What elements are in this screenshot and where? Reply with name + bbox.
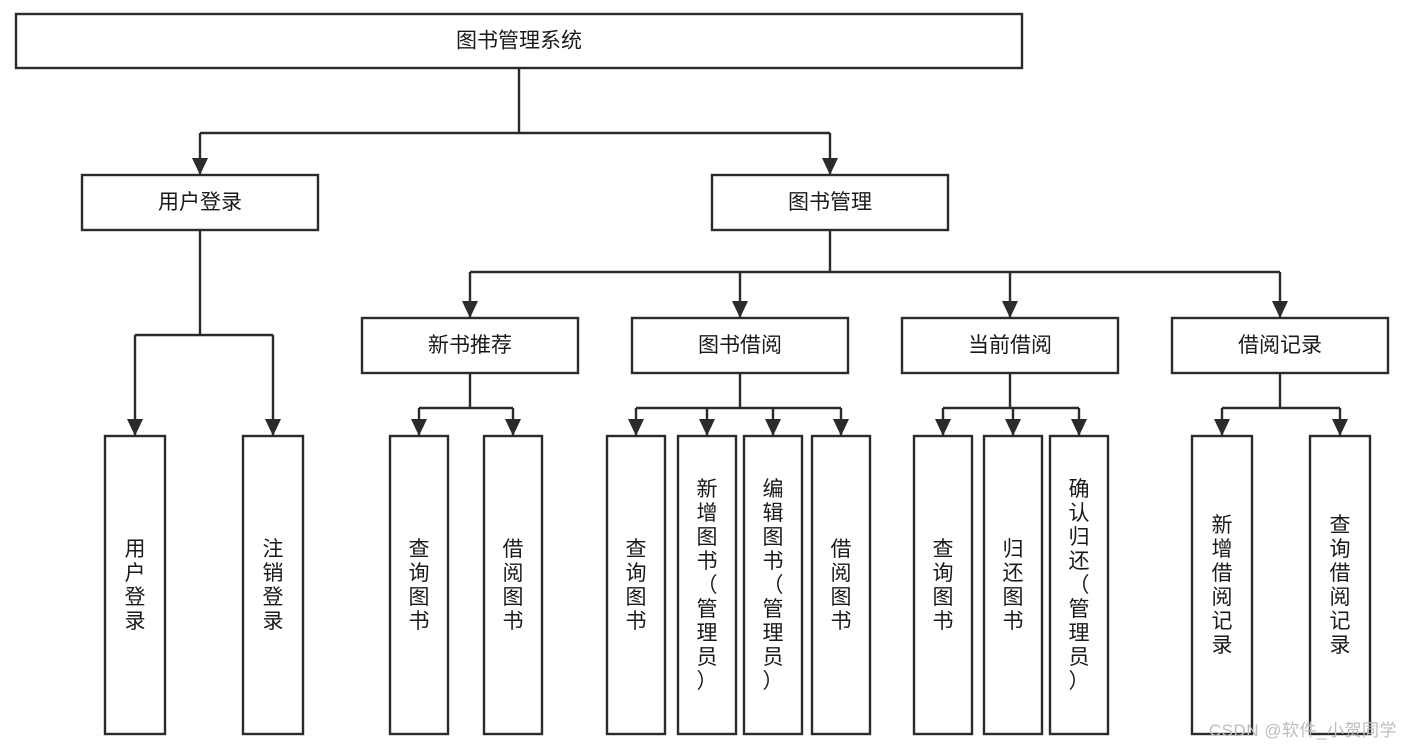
arrow-head-icon (833, 419, 849, 436)
arrow-head-icon (765, 419, 781, 436)
node-labels: 图书管理系统用户登录图书管理新书推荐图书借阅当前借阅借阅记录用户登录注销登录查询… (125, 30, 1351, 693)
node-leaf-query-book-1[interactable] (388, 434, 450, 736)
arrow-head-icon (505, 419, 521, 436)
arrow-head-icon (732, 301, 748, 318)
arrow-head-icon (822, 158, 838, 175)
node-leaf-query-book-2-label: 查询图书 (626, 538, 647, 633)
node-leaf-return-book[interactable] (982, 434, 1044, 736)
node-borrow-record[interactable] (1170, 316, 1390, 375)
node-leaf-borrow-book-2-label: 借阅图书 (831, 538, 852, 633)
arrow-head-icon (411, 419, 427, 436)
node-book-borrow-label: 图书借阅 (698, 334, 782, 357)
node-leaf-query-record-label: 查询借阅记录 (1330, 514, 1351, 657)
arrow-head-icon (1071, 419, 1087, 436)
node-leaf-borrow-book-1-label: 借阅图书 (503, 538, 524, 633)
node-root[interactable] (14, 12, 1024, 70)
node-leaf-confirm-return-label: 确认归还（管理员） (1069, 478, 1090, 693)
arrow-head-icon (1005, 419, 1021, 436)
arrow-head-icon (462, 301, 478, 318)
node-leaf-edit-book-label: 编辑图书（管理员） (763, 478, 784, 693)
node-leaf-edit-book[interactable] (742, 434, 804, 736)
node-book-manage-label: 图书管理 (788, 191, 872, 214)
node-leaf-borrow-book-2[interactable] (810, 434, 872, 736)
node-leaf-query-book-1-label: 查询图书 (409, 538, 430, 633)
node-leaf-borrow-book-1[interactable] (482, 434, 544, 736)
arrow-head-icon (1002, 301, 1018, 318)
node-leaf-add-record-label: 新增借阅记录 (1212, 514, 1233, 657)
arrow-head-icon (1214, 419, 1230, 436)
arrow-head-icon (265, 419, 281, 436)
node-leaf-add-book-label: 新增图书（管理员） (697, 478, 718, 693)
node-book-manage[interactable] (710, 173, 950, 232)
node-current-borrow[interactable] (900, 316, 1120, 375)
node-leaf-confirm-return[interactable] (1048, 434, 1110, 736)
node-user-login-label: 用户登录 (158, 191, 242, 214)
node-user-login[interactable] (80, 173, 320, 232)
node-leaf-return-book-label: 归还图书 (1003, 538, 1024, 633)
node-leaf-query-book-3[interactable] (912, 434, 974, 736)
node-new-book-rec[interactable] (360, 316, 580, 375)
csdn-watermark: CSDN @软件_小贺同学 (1208, 721, 1397, 740)
node-leaf-query-book-2[interactable] (605, 434, 667, 736)
node-leaf-user-login-label: 用户登录 (125, 538, 146, 633)
node-leaf-user-login[interactable] (103, 434, 167, 736)
node-leaf-query-record[interactable] (1308, 434, 1372, 736)
node-leaf-logout-login[interactable] (241, 434, 305, 736)
arrow-head-icon (935, 419, 951, 436)
node-leaf-add-book[interactable] (676, 434, 738, 736)
arrow-head-icon (628, 419, 644, 436)
arrow-head-icon (1272, 301, 1288, 318)
arrow-head-icon (1332, 419, 1348, 436)
node-book-borrow[interactable] (630, 316, 850, 375)
arrow-head-icon (127, 419, 143, 436)
node-leaf-logout-login-label: 注销登录 (263, 538, 284, 633)
connector-lines (127, 68, 1348, 436)
node-current-borrow-label: 当前借阅 (968, 334, 1052, 357)
node-boxes (14, 12, 1390, 736)
arrow-head-icon (699, 419, 715, 436)
node-new-book-rec-label: 新书推荐 (428, 334, 512, 357)
node-leaf-query-book-3-label: 查询图书 (933, 538, 954, 633)
node-root-label: 图书管理系统 (456, 30, 582, 53)
node-borrow-record-label: 借阅记录 (1238, 334, 1322, 357)
node-leaf-add-record[interactable] (1190, 434, 1254, 736)
arrow-head-icon (192, 158, 208, 175)
